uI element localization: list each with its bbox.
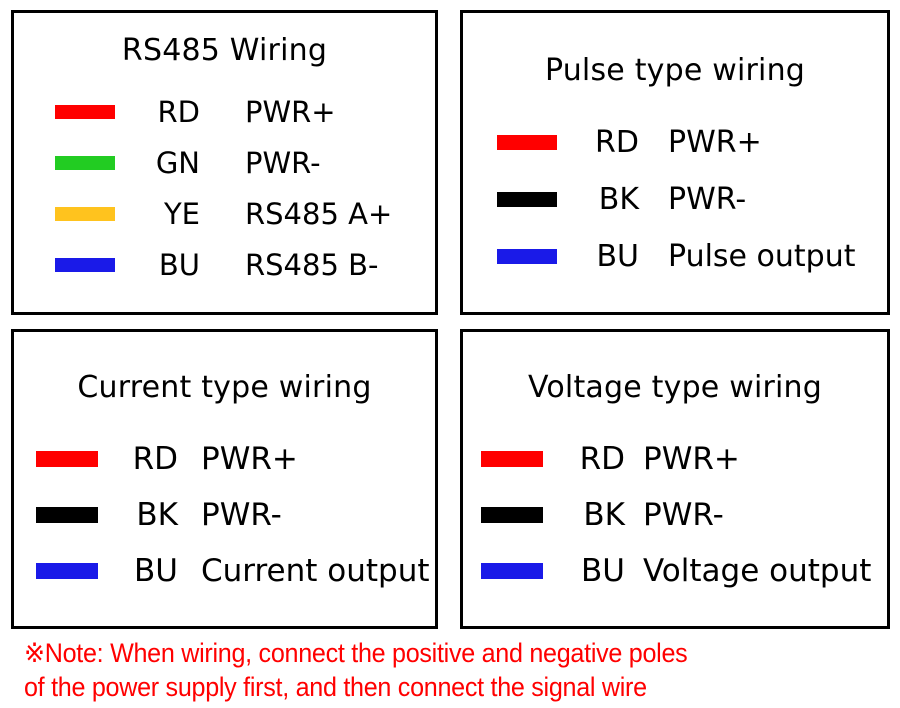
wire-color-swatch-black bbox=[36, 507, 98, 523]
wire-row: RD PWR+ bbox=[14, 431, 435, 487]
wire-code-label: RD bbox=[595, 125, 639, 160]
wire-row: GN PWR- bbox=[14, 137, 435, 188]
wire-row: BU Current output bbox=[14, 543, 435, 599]
panel-voltage-type-wiring: Voltage type wiring RD PWR+ BK PWR- BU V… bbox=[460, 329, 890, 629]
wire-function-label: PWR- bbox=[201, 497, 282, 533]
wire-code-label: BK bbox=[583, 497, 625, 533]
wire-color-swatch-blue bbox=[36, 563, 98, 579]
wire-code-label: RD bbox=[579, 441, 625, 477]
wire-code-label: GN bbox=[155, 145, 200, 180]
wire-code-label: RD bbox=[132, 441, 178, 477]
wire-function-label: Current output bbox=[201, 553, 430, 589]
wire-color-swatch-red bbox=[55, 104, 115, 119]
wire-code-label: RD bbox=[157, 94, 200, 129]
note-line-1: ※Note: When wiring, connect the positive… bbox=[24, 638, 688, 668]
wire-function-label: RS485 B- bbox=[245, 247, 379, 282]
wire-list-current: RD PWR+ BK PWR- BU Current output bbox=[14, 431, 435, 599]
wire-function-label: Voltage output bbox=[643, 553, 872, 589]
panel-title-rs485: RS485 Wiring bbox=[121, 33, 328, 68]
wire-row: RD PWR+ bbox=[463, 114, 887, 171]
wire-color-swatch-green bbox=[55, 155, 115, 170]
wire-row: BK PWR- bbox=[463, 171, 887, 228]
wire-color-swatch-red bbox=[36, 451, 98, 467]
wire-list-rs485: RD PWR+ GN PWR- YE RS485 A+ BU RS485 B- bbox=[14, 86, 435, 290]
wire-color-swatch-black bbox=[497, 192, 557, 207]
note-line-2: of the power supply first, and then conn… bbox=[24, 672, 647, 702]
wire-color-swatch-blue bbox=[481, 563, 543, 579]
wire-function-label: PWR+ bbox=[668, 125, 762, 160]
wire-row: BK PWR- bbox=[463, 487, 887, 543]
wire-function-label: PWR+ bbox=[245, 94, 336, 129]
wire-code-label: BU bbox=[581, 553, 625, 589]
wire-function-label: PWR- bbox=[643, 497, 724, 533]
wire-function-label: PWR+ bbox=[643, 441, 740, 477]
wire-row: RD PWR+ bbox=[14, 86, 435, 137]
wire-function-label: PWR- bbox=[245, 145, 321, 180]
wire-row: BU Voltage output bbox=[463, 543, 887, 599]
wire-color-swatch-red bbox=[497, 135, 557, 150]
wire-color-swatch-blue bbox=[55, 257, 115, 272]
wire-row: BK PWR- bbox=[14, 487, 435, 543]
wire-function-label: PWR+ bbox=[201, 441, 298, 477]
wire-row: RD PWR+ bbox=[463, 431, 887, 487]
wire-function-label: Pulse output bbox=[668, 239, 856, 274]
wire-list-voltage: RD PWR+ BK PWR- BU Voltage output bbox=[463, 431, 887, 599]
wire-color-swatch-yellow bbox=[55, 206, 115, 221]
wire-code-label: YE bbox=[163, 196, 200, 231]
wire-function-label: RS485 A+ bbox=[245, 196, 393, 231]
wire-code-label: BU bbox=[158, 247, 200, 282]
panel-pulse-type-wiring: Pulse type wiring RD PWR+ BK PWR- BU Pul… bbox=[460, 10, 890, 315]
wire-row: BU RS485 B- bbox=[14, 239, 435, 290]
wire-list-pulse: RD PWR+ BK PWR- BU Pulse output bbox=[463, 114, 887, 285]
wire-color-swatch-blue bbox=[497, 249, 557, 264]
wire-code-label: BU bbox=[596, 239, 639, 274]
wire-code-label: BK bbox=[598, 182, 639, 217]
wire-row: BU Pulse output bbox=[463, 228, 887, 285]
wire-code-label: BK bbox=[136, 497, 178, 533]
panel-title-current: Current type wiring bbox=[77, 370, 372, 405]
panel-current-type-wiring: Current type wiring RD PWR+ BK PWR- BU C… bbox=[11, 329, 438, 629]
wire-color-swatch-red bbox=[481, 451, 543, 467]
panel-title-voltage: Voltage type wiring bbox=[527, 370, 822, 405]
wire-color-swatch-black bbox=[481, 507, 543, 523]
panel-title-pulse: Pulse type wiring bbox=[544, 53, 806, 88]
wire-row: YE RS485 A+ bbox=[14, 188, 435, 239]
panel-rs485-wiring: RS485 Wiring RD PWR+ GN PWR- YE RS485 A+… bbox=[11, 10, 438, 315]
wire-code-label: BU bbox=[134, 553, 178, 589]
wire-function-label: PWR- bbox=[668, 182, 747, 217]
wiring-note: ※Note: When wiring, connect the positive… bbox=[24, 636, 839, 704]
